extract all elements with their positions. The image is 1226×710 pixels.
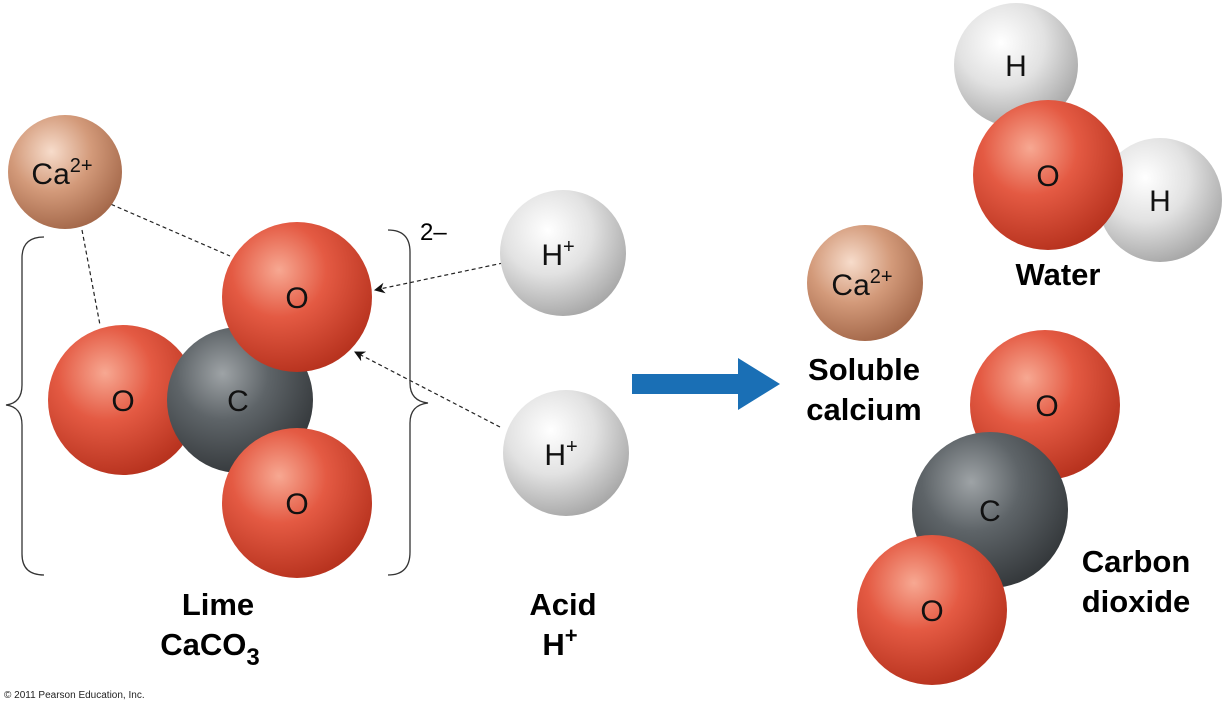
svg-text:O: O <box>1035 390 1058 423</box>
svg-text:O: O <box>920 595 943 628</box>
carbon-dioxide-caption: Carbon <box>1082 544 1191 579</box>
ionic-bond-line <box>91 195 231 257</box>
svg-text:Ca2+: Ca2+ <box>31 155 92 191</box>
calcium-ion-reactant: Ca2+ <box>8 115 122 229</box>
reaction-arrow <box>632 358 780 410</box>
svg-text:H: H <box>1005 50 1027 83</box>
svg-text:C: C <box>227 385 249 418</box>
oxygen-atom: O <box>48 325 198 475</box>
svg-text:C: C <box>979 495 1001 528</box>
carbon-dioxide-molecule: O C O <box>857 330 1120 685</box>
svg-text:O: O <box>285 488 308 521</box>
ionic-bond-line <box>81 229 101 326</box>
svg-text:O: O <box>111 385 134 418</box>
proton-attack-arrow <box>373 262 504 294</box>
hydrogen-ion: H+ <box>500 190 626 316</box>
carbonate-charge: 2– <box>420 219 447 246</box>
svg-text:H+: H+ <box>541 236 574 272</box>
soluble-calcium-caption: Soluble <box>808 352 920 387</box>
svg-text:Ca2+: Ca2+ <box>831 266 892 302</box>
hydrogen-ion: H+ <box>503 390 629 516</box>
carbon-dioxide-caption: dioxide <box>1082 584 1191 619</box>
lime-caption: Lime <box>182 587 254 622</box>
svg-text:O: O <box>285 282 308 315</box>
acid-formula: H+ <box>542 623 577 662</box>
left-bracket <box>5 236 45 576</box>
oxygen-atom: O <box>222 222 372 372</box>
water-molecule: H H O <box>954 3 1222 262</box>
right-bracket <box>387 229 429 576</box>
svg-text:O: O <box>1036 160 1059 193</box>
water-caption: Water <box>1016 257 1101 292</box>
oxygen-atom: O <box>222 428 372 578</box>
calcium-ion-product: Ca2+ <box>807 225 923 341</box>
soluble-calcium-caption: calcium <box>806 392 921 427</box>
caco3-formula: CaCO3 <box>160 627 260 671</box>
svg-text:H: H <box>1149 185 1171 218</box>
svg-text:H+: H+ <box>544 436 577 472</box>
proton-attack-arrow <box>354 351 501 428</box>
copyright-notice: © 2011 Pearson Education, Inc. <box>4 690 145 701</box>
acid-caption: Acid <box>529 587 596 622</box>
